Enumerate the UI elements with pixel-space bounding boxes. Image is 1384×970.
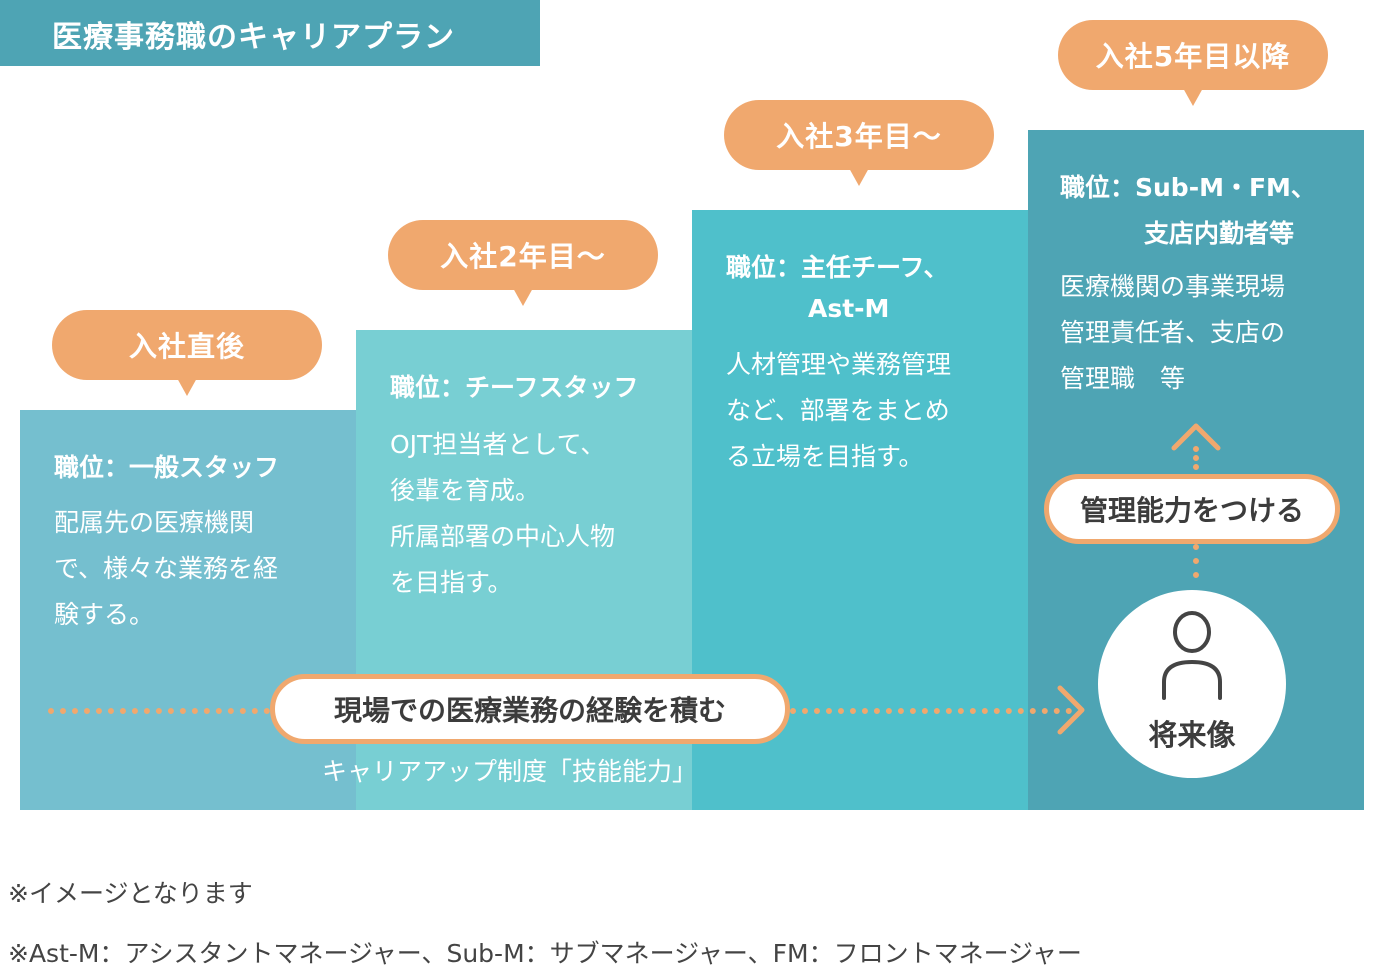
future-circle: 将来像 — [1098, 590, 1286, 778]
stage-role: 職位：一般スタッフ — [54, 453, 280, 482]
note-image: ※イメージとなります — [8, 879, 253, 908]
stage-desc: 人材管理や業務管理 など、部署をまとめ る立場を目指す。 — [726, 342, 951, 480]
stage-role: 職位：Sub-M・FM、 — [1060, 173, 1316, 202]
desc-line: 所属部署の中心人物 — [390, 522, 616, 551]
desc-line: 人材管理や業務管理 — [726, 350, 952, 379]
stage-desc: 医療機関の事業現場 管理責任者、支店の 管理職 等 — [1060, 264, 1285, 402]
person-icon — [1162, 611, 1222, 700]
stage-desc: OJT担当者として、 後輩を育成。 所属部署の中心人物 を目指す。 — [390, 422, 615, 606]
desc-line: 管理責任者、支店の — [1060, 318, 1286, 347]
stage-role: 職位：チーフスタッフ — [390, 373, 639, 402]
mgmt-dots-upper — [1193, 446, 1199, 470]
chevron-right-icon — [1057, 685, 1085, 735]
management-label: 管理能力をつける — [1044, 474, 1340, 544]
desc-line: で、様々な業務を経 — [54, 554, 279, 583]
stage-desc: 配属先の医療機関 で、様々な業務を経 験する。 — [54, 500, 278, 638]
desc-line: OJT担当者として、 — [390, 430, 606, 459]
path-dots-left — [48, 708, 270, 714]
desc-line: を目指す。 — [390, 568, 513, 597]
stage-column-1: 職位：一般スタッフ 配属先の医療機関 で、様々な業務を経 験する。 — [20, 410, 356, 810]
desc-line: など、部署をまとめ — [726, 396, 950, 425]
stage-role: 職位：主任チーフ、 — [726, 253, 949, 282]
chevron-up-icon — [1171, 423, 1221, 451]
stage-badge-3: 入社3年目〜 — [724, 100, 994, 186]
desc-line: 験する。 — [54, 600, 155, 629]
mgmt-dots-lower — [1193, 544, 1199, 578]
page-title: 医療事務職のキャリアプラン — [52, 20, 455, 55]
future-label: 将来像 — [1148, 718, 1236, 752]
desc-line: 配属先の医療機関 — [54, 508, 255, 537]
stage-badge-2: 入社2年目〜 — [388, 220, 658, 306]
path-dots-right — [790, 708, 1072, 714]
stage-badge-1: 入社直後 — [52, 310, 322, 396]
note-abbreviations: ※Ast-M：アシスタントマネージャー、Sub-M：サブマネージャー、FM：フロ… — [8, 939, 1082, 968]
desc-line: 後輩を育成。 — [390, 476, 541, 505]
desc-line: る立場を目指す。 — [726, 442, 924, 471]
stage-role-cont: Ast-M — [808, 294, 890, 323]
title-bar: 医療事務職のキャリアプラン — [0, 0, 540, 66]
desc-line: 管理職 等 — [1060, 364, 1186, 393]
sub-caption: キャリアアップ制度「技能能力」 — [322, 757, 698, 786]
main-path-label: 現場での医療業務の経験を積む — [270, 674, 790, 744]
stage-role-cont: 支店内勤者等 — [1144, 219, 1295, 248]
stage-badge-4: 入社5年目以降 — [1058, 20, 1328, 106]
desc-line: 医療機関の事業現場 — [1060, 272, 1286, 301]
